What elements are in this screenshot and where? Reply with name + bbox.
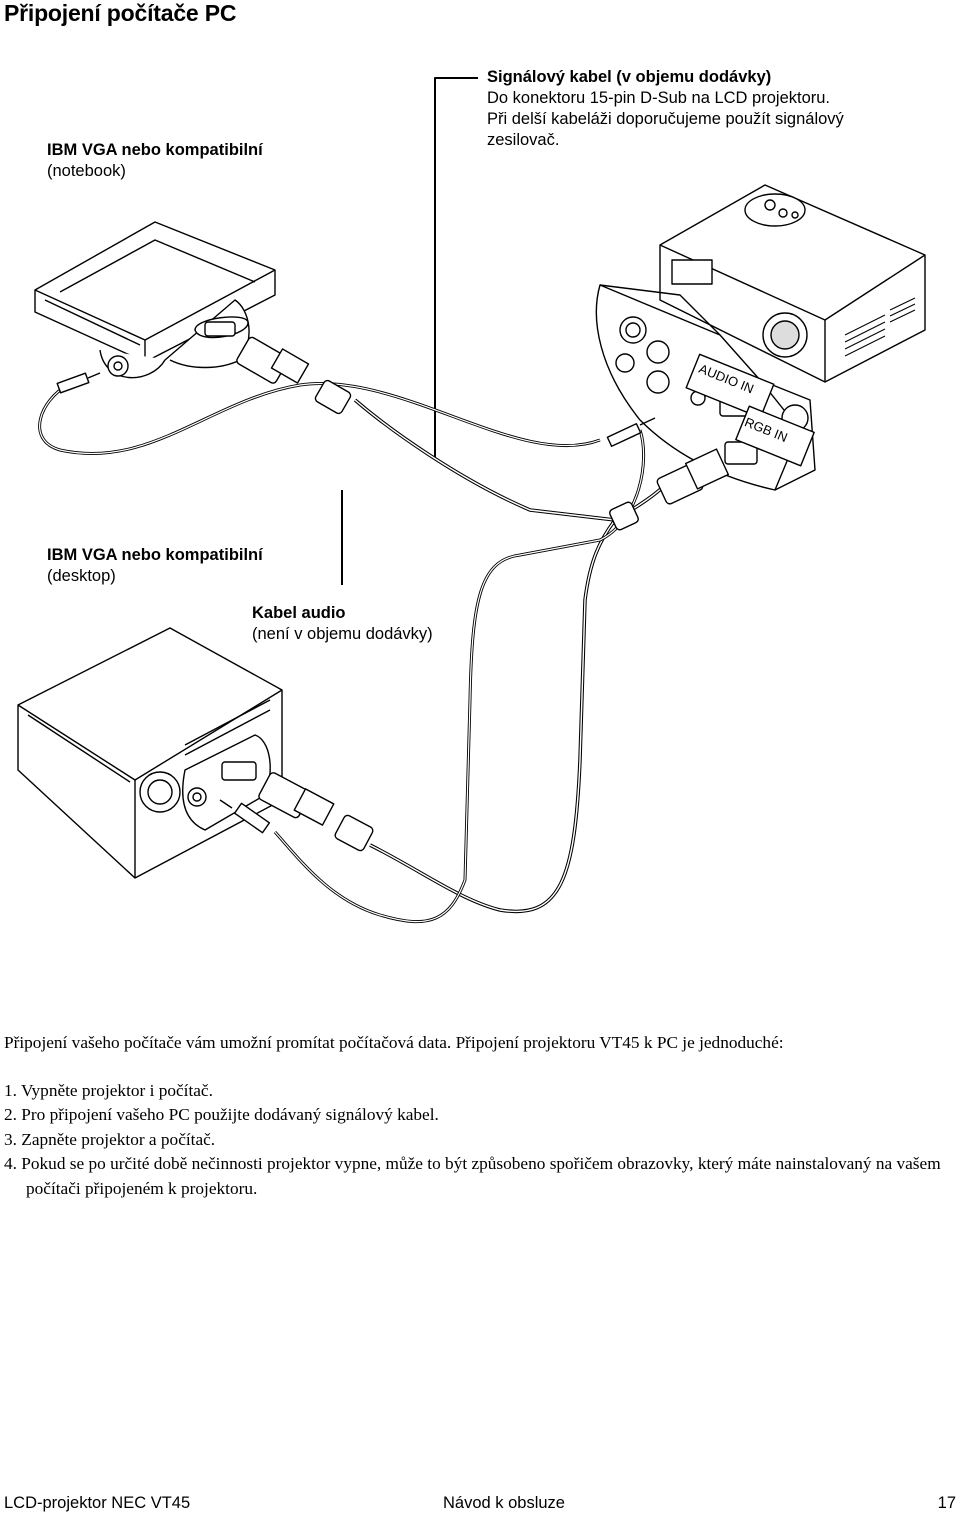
signal-cable-leader-line xyxy=(434,77,478,460)
signal-cable-label-line1: Signálový kabel (v objemu dodávky) xyxy=(487,68,772,86)
notebook-computer-illustration xyxy=(34,221,276,363)
signal-cable-desktop xyxy=(369,518,617,914)
rgb-in-port-callout xyxy=(735,405,815,467)
audio-in-port-callout xyxy=(685,353,775,419)
vga-plug-notebook xyxy=(236,336,352,415)
audio-cable-label: Kabel audio (není v objemu dodávky) xyxy=(252,603,433,645)
signal-cable-label-line3: Při delší kabeláži doporučujeme použít s… xyxy=(487,110,844,128)
page-title: Připojení počítače PC xyxy=(4,0,237,26)
footer-page-number: 17 xyxy=(937,1494,956,1512)
step-item: 2. Pro připojení vašeho PC použijte dodá… xyxy=(4,1105,439,1125)
vga-plug-desktop xyxy=(258,772,374,852)
desktop-label-line1: IBM VGA nebo kompatibilní xyxy=(47,546,263,564)
footer-manual: Návod k obsluze xyxy=(443,1494,565,1512)
step-item: 3. Zapněte projektor a počítač. xyxy=(4,1129,216,1149)
step-item: 1. Vypněte projektor i počítač. xyxy=(4,1081,213,1100)
notebook-label: IBM VGA nebo kompatibilní (notebook) xyxy=(47,140,263,182)
audio-plug-notebook xyxy=(56,372,101,394)
audio-plug-projector xyxy=(606,417,656,447)
audio-plug-desktop xyxy=(219,799,271,834)
desktop-ports-zoom xyxy=(182,734,271,831)
vga-plug-projector xyxy=(609,448,730,531)
audio-cable-desktop xyxy=(273,429,646,924)
desktop-label: IBM VGA nebo kompatibilní (desktop) xyxy=(47,545,263,587)
steps-list: 1. Vypněte projektor i počítač. 2. Pro p… xyxy=(4,1079,944,1201)
notebook-label-line1: IBM VGA nebo kompatibilní xyxy=(47,141,263,159)
audio-cable-label-line2: (není v objemu dodávky) xyxy=(252,625,433,643)
notebook-ports-zoom xyxy=(99,299,250,379)
notebook-label-line2: (notebook) xyxy=(47,162,126,180)
footer-product: LCD-projektor NEC VT45 xyxy=(4,1494,191,1512)
audio-cable-label-line1: Kabel audio xyxy=(252,604,346,622)
desktop-label-line2: (desktop) xyxy=(47,567,116,585)
signal-cable-label-line2: Do konektoru 15-pin D-Sub na LCD projekt… xyxy=(487,89,831,107)
signal-cable-label: Signálový kabel (v objemu dodávky) Do ko… xyxy=(487,67,844,151)
signal-cable-notebook xyxy=(353,398,667,522)
intro-paragraph: Připojení vašeho počítače vám umožní pro… xyxy=(4,1033,784,1052)
signal-cable-label-line4: zesilovač. xyxy=(487,131,560,149)
projector-illustration xyxy=(659,184,926,383)
step-item: 4. Pokud se po určité době nečinnosti pr… xyxy=(4,1154,941,1198)
connection-diagram: AUDIO IN RGB IN xyxy=(17,77,926,924)
